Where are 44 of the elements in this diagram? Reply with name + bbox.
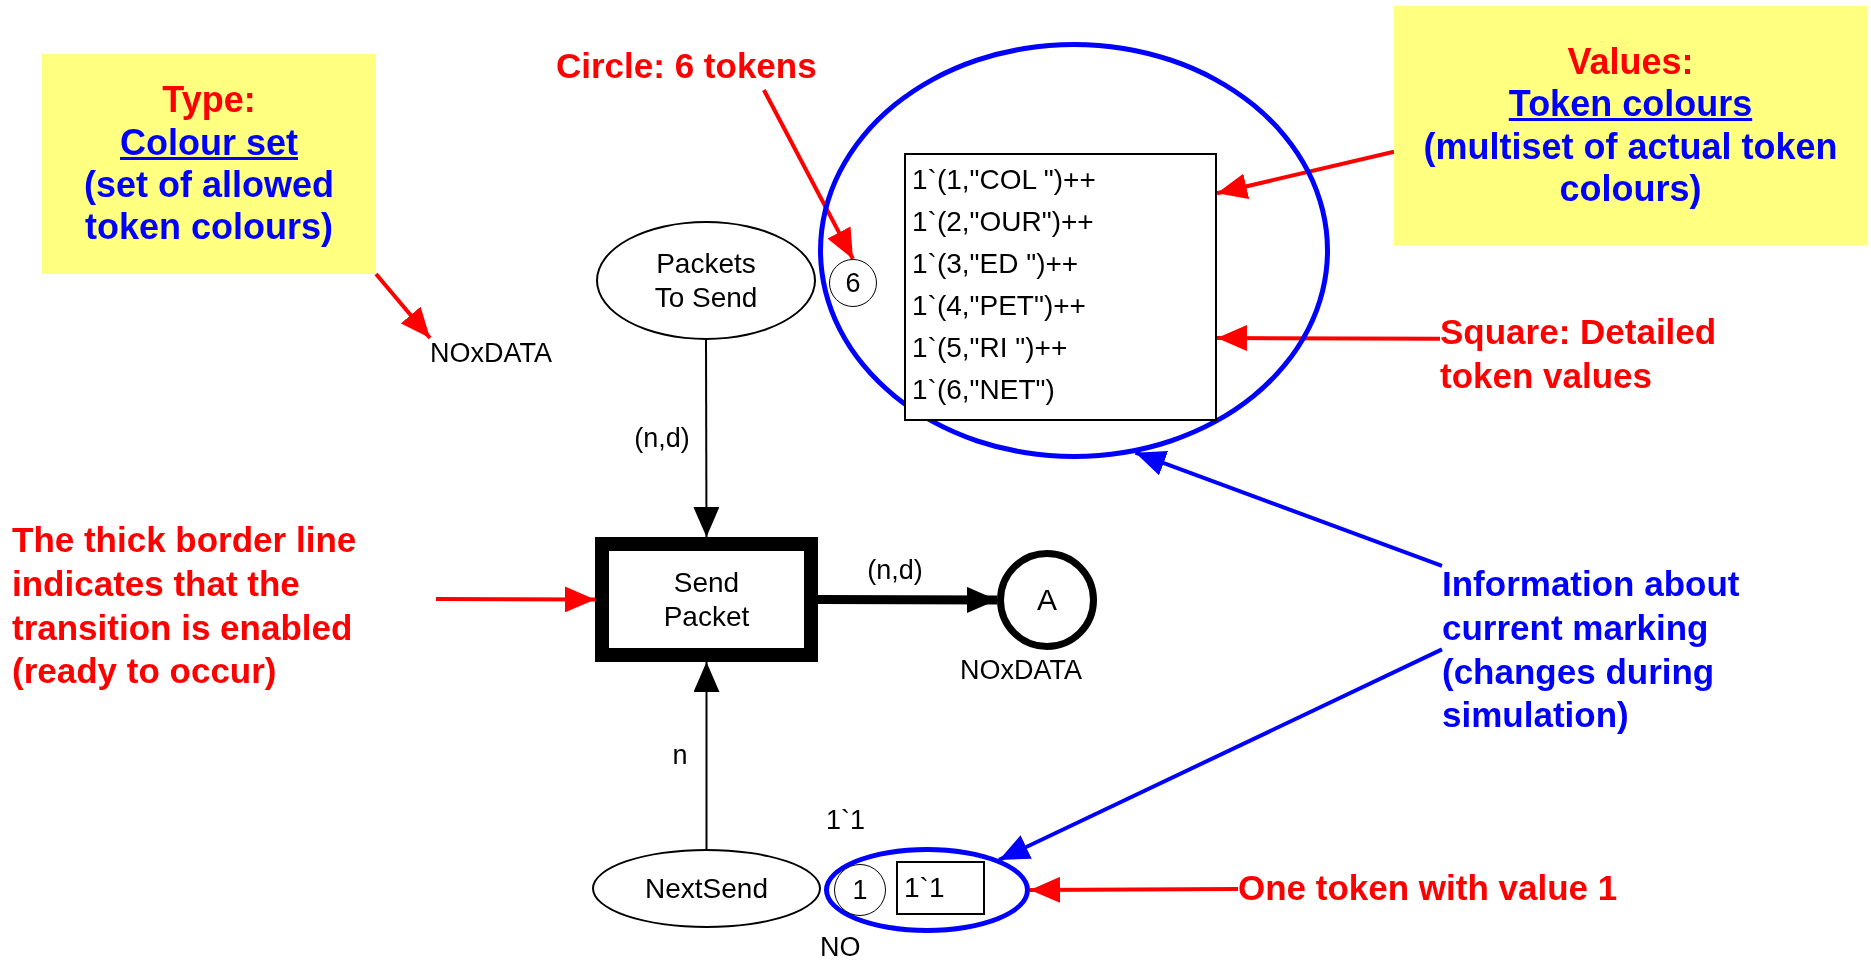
annotation-text: Square: Detailed token values	[1440, 310, 1785, 406]
token-count-circle: 1	[834, 864, 886, 916]
pointer-arrow	[998, 647, 1443, 862]
colour-set-label: NOxDATA	[430, 338, 560, 374]
annotation-text: Information about current marking (changes during simulation)	[1442, 562, 1814, 752]
arc-arrow	[693, 339, 720, 538]
pointer-arrow	[1030, 876, 1238, 903]
place-ellipse: Packets To Send	[596, 221, 816, 340]
token-count-circle: 6	[829, 259, 877, 307]
note-heading: Type:	[162, 79, 256, 122]
note-term: Token colours	[1508, 83, 1753, 126]
marking-box	[904, 153, 1217, 421]
note-heading: Values:	[1567, 40, 1694, 84]
place-ellipse: NextSend	[592, 849, 821, 928]
colour-set-label: NOxDATA	[960, 655, 1082, 686]
colour-set-label: NO	[820, 932, 861, 961]
annotation-text: The thick border line indicates that the transition is enabled (ready to occur)	[12, 518, 436, 698]
pointer-arrow	[374, 272, 432, 340]
token-value: 1`(5,"RI ")++	[912, 331, 1069, 365]
note-text: (multiset of actual token colours)	[1422, 125, 1839, 211]
note-box	[42, 54, 376, 274]
token-value: 1`(6,"NET")	[912, 373, 1056, 407]
pointer-arrow	[1216, 149, 1395, 199]
note-term: Colour set	[120, 121, 298, 164]
pointer-arrow	[762, 89, 855, 260]
token-value: 1`(1,"COL ")++	[912, 163, 1097, 197]
note-box	[1394, 6, 1867, 245]
pointer-arrow	[1217, 325, 1440, 352]
pointer-arrow	[436, 586, 595, 613]
arc-arrow	[693, 661, 720, 850]
token-value: 1`(3,"ED ")++	[912, 247, 1080, 281]
highlight-ellipse	[824, 847, 1030, 933]
arc-arrow	[818, 586, 997, 613]
annotation-text: Circle: 6 tokens	[556, 44, 886, 90]
pointer-arrow	[1134, 450, 1443, 568]
token-value: 1`(4,"PET")++	[912, 289, 1087, 323]
initial-marking-label: 1`1	[826, 805, 866, 836]
note-text: (set of allowed token colours)	[83, 164, 335, 249]
annotation-text: One token with value 1	[1238, 866, 1698, 912]
marking-box: 1`1	[896, 861, 985, 915]
highlight-ellipse	[818, 42, 1330, 459]
transition-box: Send Packet	[595, 537, 818, 662]
token-value: 1`(2,"OUR")++	[912, 205, 1095, 239]
place-circle: A	[997, 550, 1097, 650]
